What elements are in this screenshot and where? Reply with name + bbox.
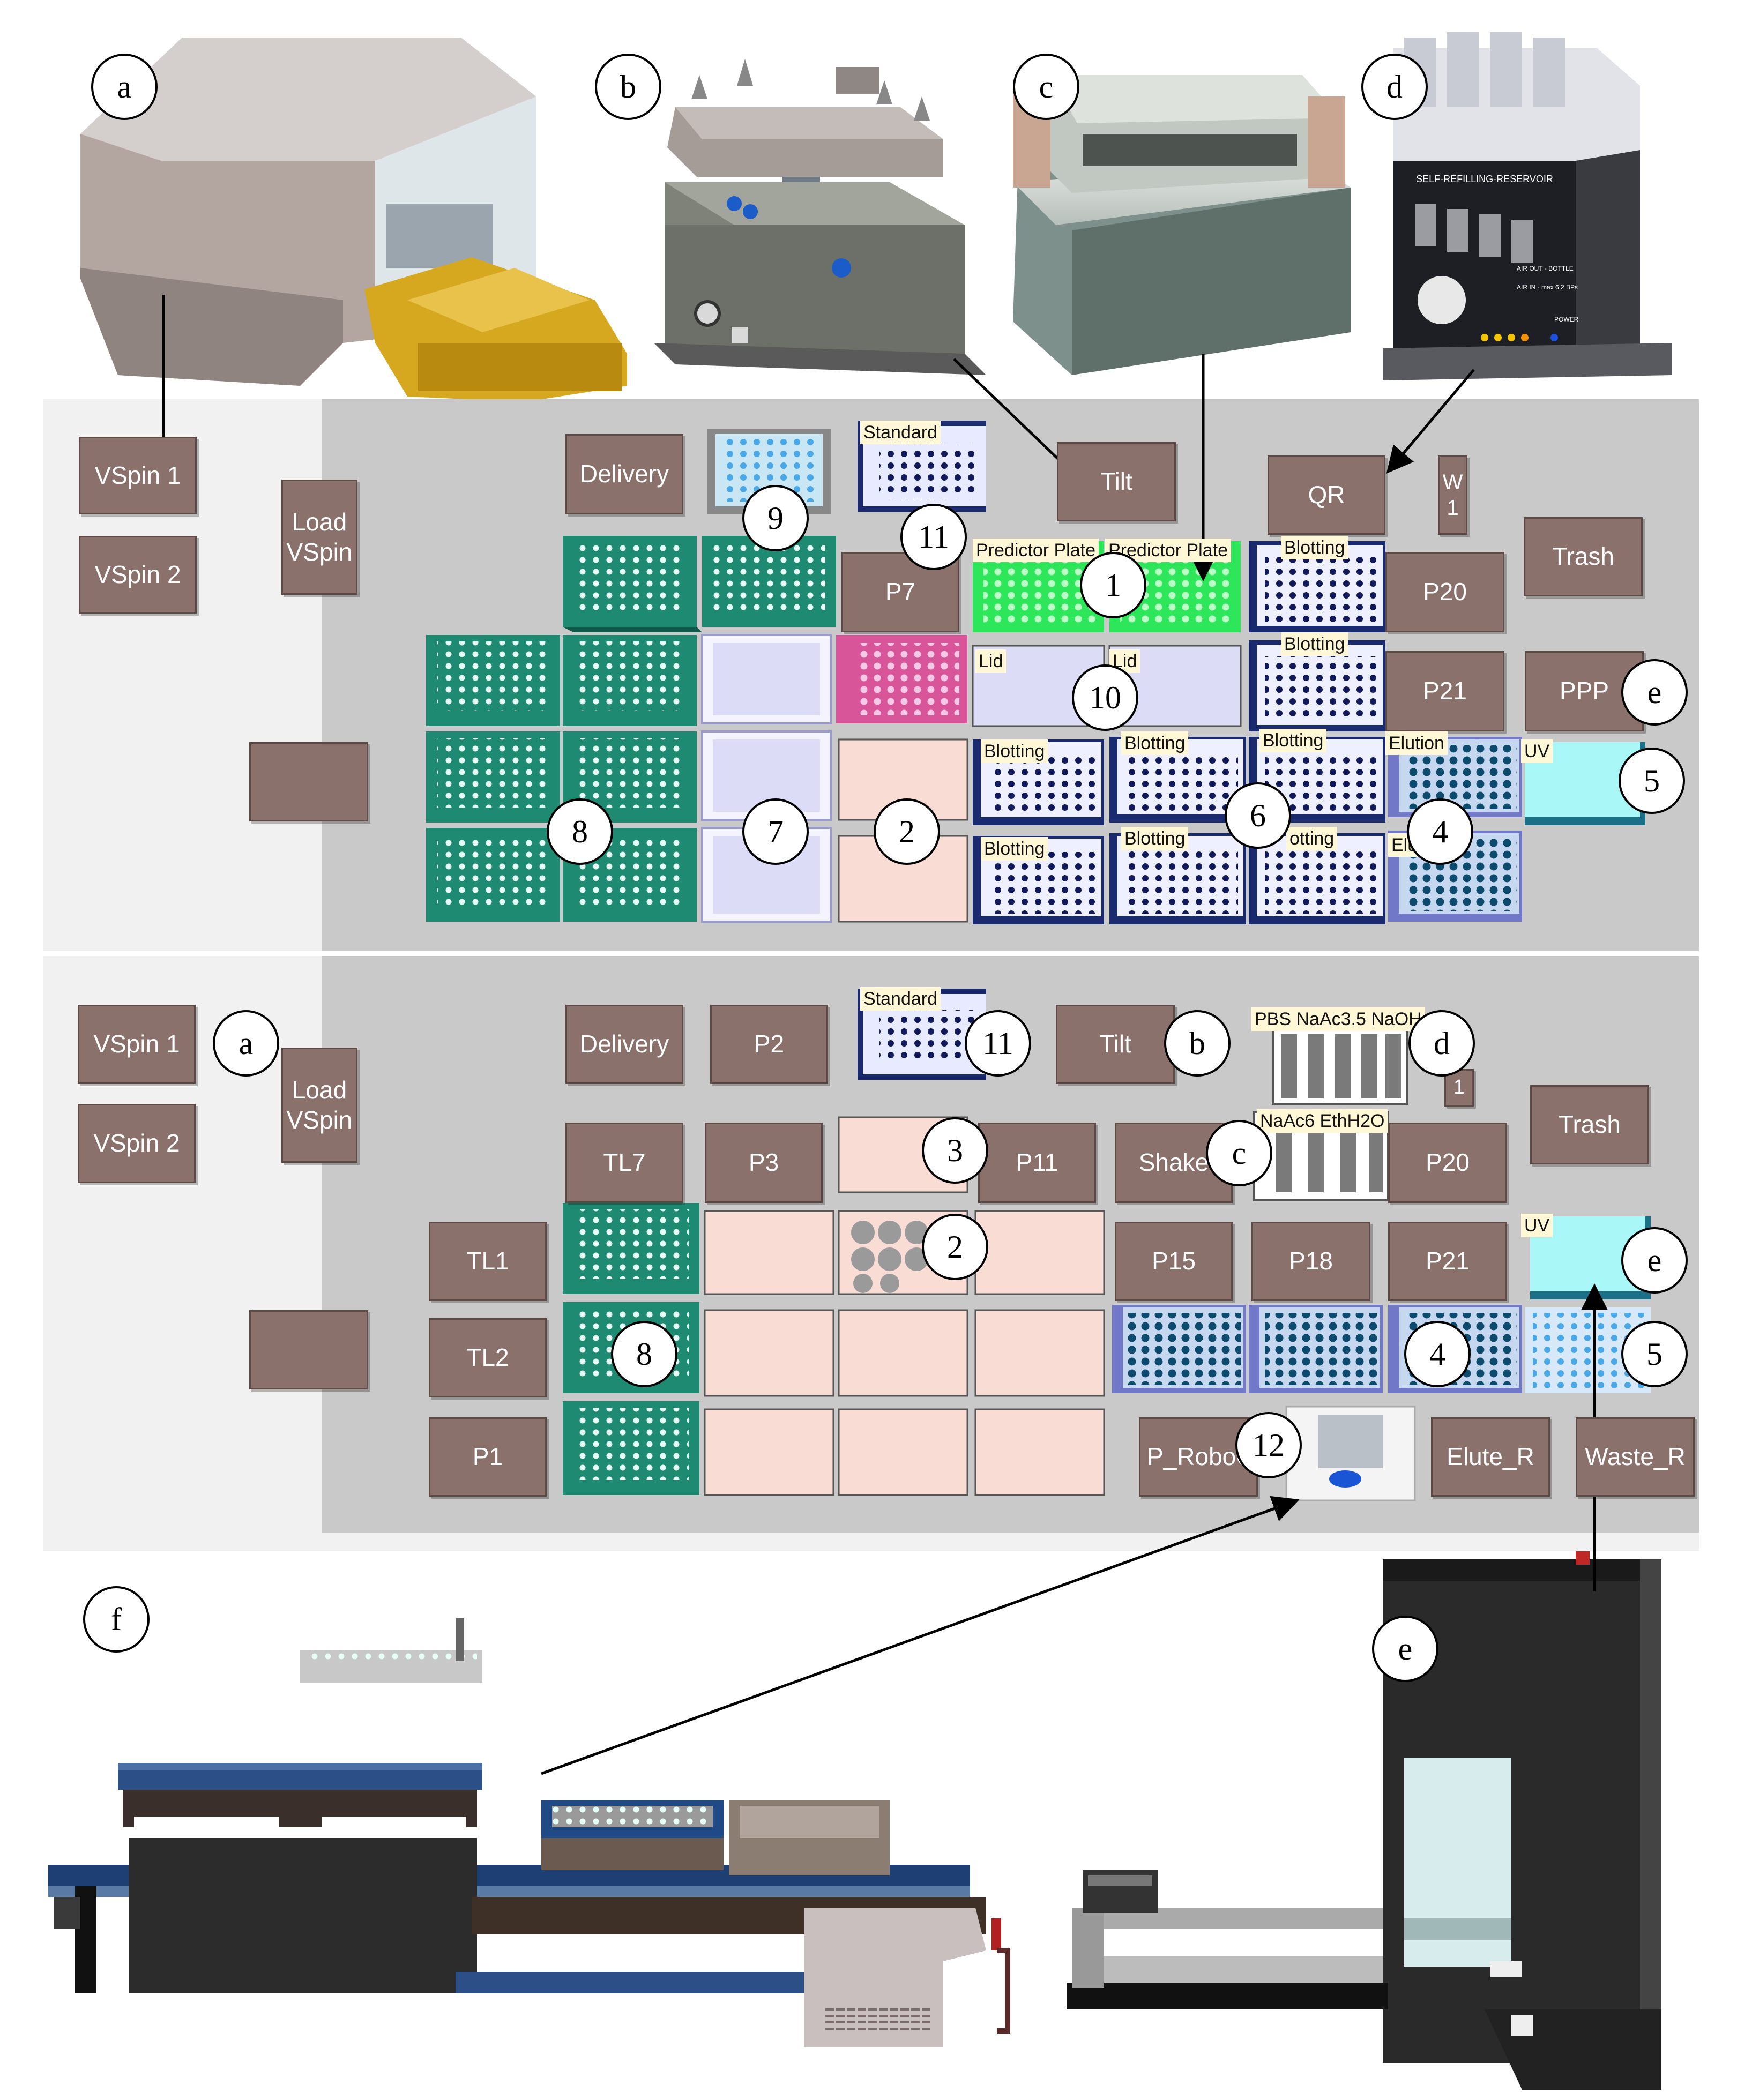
bottom-tl1: TL1 — [429, 1222, 547, 1301]
bottom-standard-label: Standard — [860, 987, 941, 1011]
blotting-label-3: Blotting — [981, 739, 1048, 763]
bottom-elute-r: Elute_R — [1431, 1417, 1550, 1497]
bottom-trash: Trash — [1530, 1085, 1649, 1164]
bottom-delivery: Delivery — [565, 1005, 683, 1084]
panel-letter-c-top: c — [1013, 54, 1079, 120]
number-5-bottom: 5 — [1621, 1321, 1688, 1387]
bottom-vspin1: VSpin 1 — [78, 1005, 196, 1084]
number-12: 12 — [1235, 1412, 1302, 1478]
tipbox — [563, 635, 697, 726]
panel-letter-a-bottom: a — [213, 1010, 279, 1077]
top-delivery: Delivery — [565, 434, 683, 514]
device-d-reservoir: SELF-REFILLING-RESERVOIR AIR OUT - BOTTL… — [1383, 32, 1672, 380]
bottom-p15: P15 — [1115, 1222, 1233, 1301]
blotting-label-2: Blotting — [1281, 632, 1348, 656]
bottom-p11: P11 — [978, 1123, 1096, 1203]
panel-letter-d-bottom: d — [1408, 1010, 1475, 1077]
number-11-top: 11 — [900, 504, 967, 570]
number-1: 1 — [1080, 552, 1146, 618]
top-p20: P20 — [1385, 552, 1504, 632]
top-load-vspin: Load VSpin — [281, 480, 357, 595]
bottom-p1: P1 — [429, 1417, 547, 1497]
tipbox — [702, 536, 836, 627]
power-label: POWER — [1554, 316, 1579, 323]
tipbox — [426, 635, 560, 726]
bottom-p20: P20 — [1388, 1123, 1507, 1203]
device-a-centrifuge — [80, 38, 627, 402]
bottom-p2: P2 — [710, 1005, 828, 1084]
reservoir-title: SELF-REFILLING-RESERVOIR — [1416, 174, 1553, 184]
panel-letter-f: f — [83, 1586, 150, 1653]
bottom-tl7: TL7 — [565, 1123, 683, 1203]
reservoir-mid-label: NaAc6 EthH2O — [1257, 1109, 1388, 1133]
top-tilt: Tilt — [1057, 442, 1176, 521]
top-tip-boxes — [426, 536, 836, 922]
panel-letter-a-top: a — [91, 54, 158, 120]
top-trash: Trash — [1524, 517, 1643, 596]
tipbox — [563, 536, 702, 632]
tipbox — [563, 731, 697, 823]
number-9: 9 — [742, 485, 809, 551]
bottom-unlabeled-location — [249, 1310, 368, 1389]
panel-letter-c-bottom: c — [1206, 1120, 1272, 1186]
panel-letter-e-uv: e — [1621, 1227, 1688, 1294]
panel-letter-e-cabinet: e — [1372, 1616, 1438, 1682]
device-c-shaker — [1013, 75, 1351, 375]
number-7: 7 — [742, 798, 809, 865]
elution-label-1: Elution — [1385, 731, 1448, 755]
top-vspin2: VSpin 2 — [79, 536, 197, 614]
air-in-label: AIR IN - max 6.2 BPs — [1517, 283, 1578, 291]
bottom-vspin2: VSpin 2 — [78, 1104, 196, 1183]
number-3: 3 — [922, 1117, 988, 1184]
top-w1: W 1 — [1438, 455, 1467, 535]
number-4-bottom: 4 — [1404, 1321, 1471, 1387]
tipbox — [426, 731, 560, 823]
bottom-load-vspin: Load VSpin — [281, 1048, 357, 1163]
blotting-label-5: Blotting — [1259, 729, 1327, 752]
predictor-plate-label-2: Predictor Plate — [1105, 539, 1231, 562]
bottom-tl2: TL2 — [429, 1318, 547, 1397]
blotting-label-7: Blotting — [1121, 827, 1189, 850]
panel-letter-b-bottom: b — [1164, 1010, 1231, 1077]
blotting-label-6: Blotting — [981, 837, 1048, 861]
air-out-label: AIR OUT - BOTTLE — [1517, 265, 1574, 272]
number-11-bottom: 11 — [965, 1010, 1031, 1077]
panel-letter-d-top: d — [1361, 54, 1428, 120]
bottom-p21: P21 — [1388, 1222, 1507, 1301]
bottom-waste-r: Waste_R — [1576, 1417, 1695, 1497]
number-6: 6 — [1225, 782, 1291, 849]
blotting-label-4: Blotting — [1121, 731, 1189, 755]
bottom-tilt: Tilt — [1056, 1005, 1175, 1084]
top-vspin1: VSpin 1 — [79, 437, 197, 514]
number-2-top: 2 — [874, 798, 940, 865]
top-p21: P21 — [1385, 651, 1504, 731]
number-4-top: 4 — [1407, 798, 1473, 865]
number-10: 10 — [1072, 664, 1138, 731]
panel-letter-b-top: b — [595, 54, 661, 120]
blotting-label-1: Blotting — [1281, 536, 1348, 559]
blotting-label-8-partial: otting — [1286, 827, 1338, 850]
lid-label-1: Lid — [975, 649, 1007, 673]
device-e-uv-cabinet — [1067, 1543, 1661, 2090]
top-qr: QR — [1268, 455, 1385, 535]
tipbox — [426, 828, 560, 922]
top-standard-label: Standard — [860, 421, 941, 444]
number-2-bottom: 2 — [922, 1214, 988, 1280]
number-8-top: 8 — [547, 798, 613, 865]
number-5-top: 5 — [1619, 748, 1685, 814]
device-f-linear-module — [48, 1618, 1010, 2047]
reservoir-top-label: PBS NaAc3.5 NaOH — [1251, 1007, 1425, 1031]
bottom-p18: P18 — [1251, 1222, 1370, 1301]
predictor-plate-label-1: Predictor Plate — [973, 539, 1099, 562]
device-b-tilt-module — [654, 59, 986, 375]
uv-label-top: UV — [1521, 739, 1553, 763]
number-8-bottom: 8 — [611, 1321, 677, 1387]
panel-letter-e-ppp: e — [1621, 659, 1688, 726]
uv-label-bottom: UV — [1521, 1214, 1553, 1237]
top-unlabeled-location — [249, 742, 368, 821]
bottom-p3: P3 — [705, 1123, 823, 1203]
